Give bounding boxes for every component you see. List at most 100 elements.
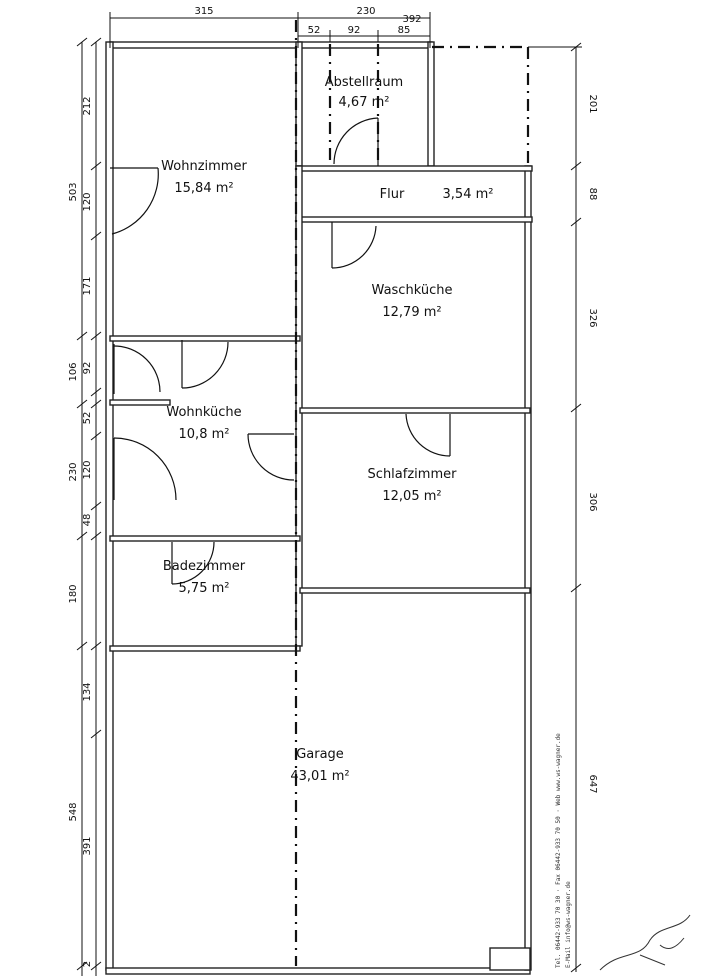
dashed-lines bbox=[294, 20, 530, 966]
room-name-wohnzimmer: Wohnzimmer bbox=[161, 159, 247, 174]
dim-tick bbox=[90, 431, 102, 441]
dim-inner-134: 134 bbox=[82, 682, 93, 701]
stamp-line-2: E-Mail info@ws-wagner.de bbox=[565, 881, 572, 968]
wall-wohnkueche-bottom bbox=[109, 535, 301, 542]
signature-scribble bbox=[599, 914, 691, 971]
dim-tick bbox=[76, 531, 88, 541]
dim-tick bbox=[90, 37, 102, 47]
dim-tick bbox=[570, 403, 582, 413]
dim-tick bbox=[90, 231, 102, 241]
dim-tick bbox=[570, 583, 582, 593]
wall-schlaf-bottom bbox=[299, 587, 531, 594]
dim-top-85: 85 bbox=[398, 25, 411, 36]
room-area-wohnkueche: 10,8 m² bbox=[179, 427, 230, 442]
dim-inner-391: 391 bbox=[82, 836, 93, 855]
dim-right-647: 647 bbox=[587, 774, 598, 793]
door-schlaf-arc bbox=[405, 413, 451, 457]
dim-tick bbox=[90, 531, 102, 541]
stamp-line-1: Tel. 06442-933 70 30 · Fax 06442-933 70 … bbox=[555, 733, 562, 968]
dim-top-92: 92 bbox=[348, 25, 361, 36]
dim-left-180: 180 bbox=[68, 584, 79, 603]
dim-right-326: 326 bbox=[587, 308, 598, 327]
dim-left-2: 2 bbox=[82, 961, 93, 967]
room-area-abstellraum: 4,67 m² bbox=[339, 95, 390, 110]
door-wohnzimmer-arc bbox=[111, 167, 159, 235]
door-wk1-arc bbox=[113, 345, 161, 393]
wall-right bbox=[524, 165, 532, 971]
dim-right-306: 306 bbox=[587, 492, 598, 511]
room-name-abstellraum: Abstellraum bbox=[325, 75, 403, 90]
dim-right-88: 88 bbox=[587, 188, 598, 201]
dim-tick bbox=[90, 161, 102, 171]
dim-top-315: 315 bbox=[194, 6, 213, 17]
wall-left bbox=[105, 41, 114, 971]
wall-bottom bbox=[105, 967, 531, 975]
dim-tick bbox=[90, 399, 102, 409]
wall-flur-bottom bbox=[295, 216, 533, 223]
dim-tick bbox=[90, 331, 102, 341]
door-wasch-arc bbox=[331, 225, 377, 269]
dim-top-52: 52 bbox=[308, 25, 321, 36]
door-abstell-arc bbox=[333, 117, 379, 165]
room-area-wohnzimmer: 15,84 m² bbox=[174, 181, 233, 196]
room-name-waschkueche: Waschküche bbox=[372, 283, 453, 298]
wall-top-left bbox=[109, 41, 301, 49]
room-name-badezimmer: Badezimmer bbox=[163, 559, 246, 574]
door-bad-arc bbox=[171, 541, 215, 585]
dim-inner-120b: 120 bbox=[82, 460, 93, 479]
wall-wohnkueche-top bbox=[109, 399, 171, 406]
dim-tick bbox=[76, 641, 88, 651]
dim-inner-92: 92 bbox=[82, 362, 93, 375]
room-name-schlafzimmer: Schlafzimmer bbox=[368, 467, 458, 482]
room-area-badezimmer: 5,75 m² bbox=[179, 581, 230, 596]
wall-flur-top bbox=[295, 165, 533, 172]
dim-tick bbox=[90, 729, 102, 739]
dim-tick bbox=[570, 217, 582, 227]
contact-stamp: Tel. 06442-933 70 30 · Fax 06442-933 70 … bbox=[555, 733, 572, 968]
dim-tick bbox=[570, 963, 582, 973]
dim-inner-212: 212 bbox=[82, 96, 93, 115]
room-name-flur: Flur bbox=[380, 187, 405, 202]
dim-tick bbox=[90, 641, 102, 651]
dim-left-503: 503 bbox=[68, 182, 79, 201]
dim-tick bbox=[90, 961, 102, 971]
dim-tick bbox=[570, 161, 582, 171]
wall-bad-bottom bbox=[109, 645, 301, 652]
wall-wasch-bottom bbox=[299, 407, 531, 414]
dim-tick bbox=[76, 399, 88, 409]
dimension-lines bbox=[81, 12, 582, 976]
dim-tick bbox=[76, 37, 88, 47]
dim-left-548: 548 bbox=[68, 802, 79, 821]
dim-left-106: 106 bbox=[68, 362, 79, 381]
dim-left-230: 230 bbox=[68, 462, 79, 481]
room-name-wohnkueche: Wohnküche bbox=[166, 405, 241, 420]
dim-tick bbox=[90, 501, 102, 511]
door-wk3-arc bbox=[113, 437, 177, 501]
dimension-ticks bbox=[76, 37, 582, 973]
dim-inner-48: 48 bbox=[82, 514, 93, 527]
wall-wohnzimmer-bottom bbox=[109, 335, 301, 342]
dim-inner-120a: 120 bbox=[82, 192, 93, 211]
dim-top-230: 230 bbox=[356, 6, 375, 17]
wall-top-abstell bbox=[299, 41, 433, 49]
wall-stub bbox=[489, 947, 531, 971]
room-area-flur: 3,54 m² bbox=[443, 187, 494, 202]
room-area-schlafzimmer: 12,05 m² bbox=[382, 489, 441, 504]
dim-tick bbox=[90, 387, 102, 397]
dim-inner-52: 52 bbox=[82, 412, 93, 425]
doors bbox=[110, 117, 451, 585]
dim-inner-171: 171 bbox=[82, 276, 93, 295]
dimension-texts: 315 230 392 52 92 85 503 106 230 180 548… bbox=[68, 6, 598, 967]
door-wk4-arc bbox=[247, 433, 295, 481]
wall-abstell-right bbox=[427, 41, 435, 167]
room-area-garage: 43,01 m² bbox=[290, 769, 349, 784]
door-wk2-arc bbox=[181, 341, 229, 389]
walls bbox=[105, 41, 533, 975]
room-name-garage: Garage bbox=[296, 747, 344, 762]
dim-right-201: 201 bbox=[587, 94, 598, 113]
dim-tick bbox=[76, 331, 88, 341]
dim-tick bbox=[76, 961, 88, 971]
dim-tick bbox=[570, 42, 582, 52]
room-area-waschkueche: 12,79 m² bbox=[382, 305, 441, 320]
